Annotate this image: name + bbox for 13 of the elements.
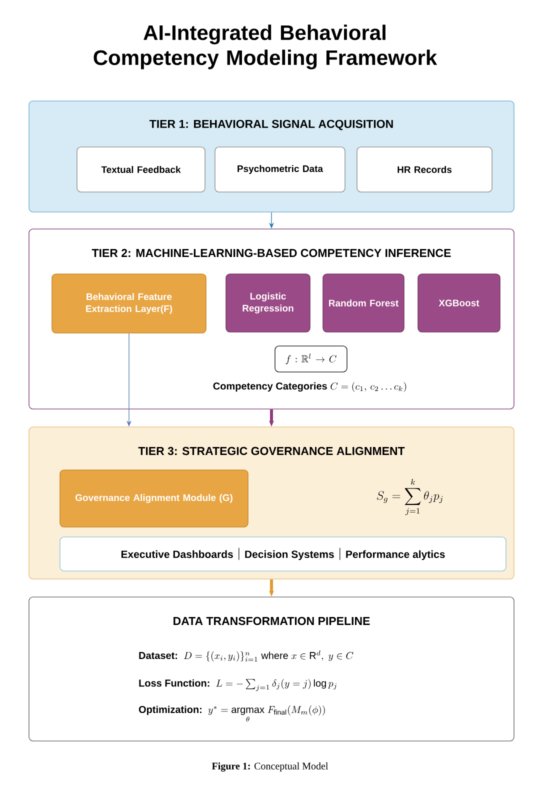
caption: Figure 1: Conceptual Model (212, 762, 328, 772)
process-box: Psychometric Data (214, 146, 346, 192)
process-box: Random Forest (322, 274, 404, 332)
title: AI-Integrated Behavioral Competency Modeling Framework (94, 24, 438, 70)
process-box: HR Records (356, 146, 492, 192)
tier-panel: DATA TRANSFORMATION PIPELINE Dataset: $D = \{(x_i, y_i)\}_{i=1}^{n} \text{ where } x \in \mathrm{R}^d,\ y \in C$ Loss Function: $L = -\sum_{j=1} \delta_j(y=j) \log p_j$ Optimization: $y^* = \underset{\theta}{\operatorname{argmax}}\ F_{\mathrm{final}}(M_m(\phi))$ (28, 596, 514, 742)
process-box: Textual Feedback (76, 146, 206, 192)
formula-box: $f: \mathbb{R}^l \to C$ (274, 346, 348, 372)
process-box: Logistic Regression (226, 274, 310, 332)
process-box: Governance Alignment Module (G) (60, 470, 248, 528)
output-bar: Executive Dashboards Decision Systems Performance alytics (60, 536, 506, 572)
process-box: Behavioral Feature Extraction Layer(F) (52, 274, 206, 334)
process-box: XGBoost (418, 274, 500, 332)
